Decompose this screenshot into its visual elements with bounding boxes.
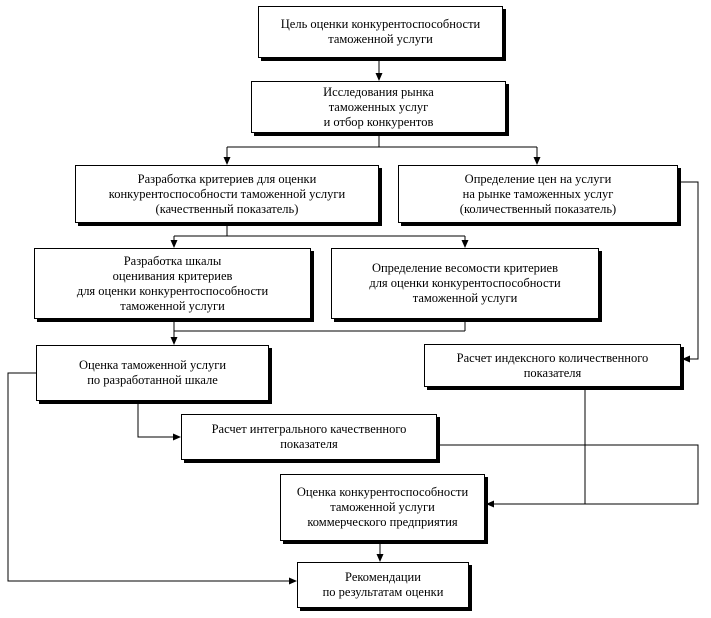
edge-criteria-dev-split	[174, 223, 465, 237]
node-recommendations: Рекомендации по результатам оценки	[297, 562, 469, 608]
node-goal: Цель оценки конкурентоспособности таможе…	[258, 6, 503, 58]
node-integral-calc: Расчет интегрального качественного показ…	[181, 414, 437, 460]
edge-index-competitiveness	[486, 387, 586, 508]
node-prices: Определение цен на услуги на рынке тамож…	[398, 165, 678, 223]
edge-service-eval-integral	[137, 401, 181, 441]
edge-integral-competitiveness	[437, 444, 699, 505]
edge-market-research-split	[227, 133, 537, 148]
node-scale-dev: Разработка шкалы оценивания критериев дл…	[34, 248, 311, 319]
edge-prices-index-calc	[679, 181, 699, 363]
node-service-eval: Оценка таможенной услуги по разработанно…	[36, 345, 269, 401]
node-index-calc: Расчет индексного количественного показа…	[424, 344, 681, 387]
node-criteria-dev: Разработка критериев для оценки конкурен…	[75, 165, 379, 223]
node-market-research: Исследования рынка таможенных услуг и от…	[251, 81, 506, 133]
edge-scale-weights-merge	[173, 319, 466, 332]
edge-service-eval-recommendations	[7, 372, 297, 585]
node-weights: Определение весомости критериев для оцен…	[331, 248, 599, 319]
node-competitiveness-eval: Оценка конкурентоспособности таможенной …	[280, 474, 485, 541]
